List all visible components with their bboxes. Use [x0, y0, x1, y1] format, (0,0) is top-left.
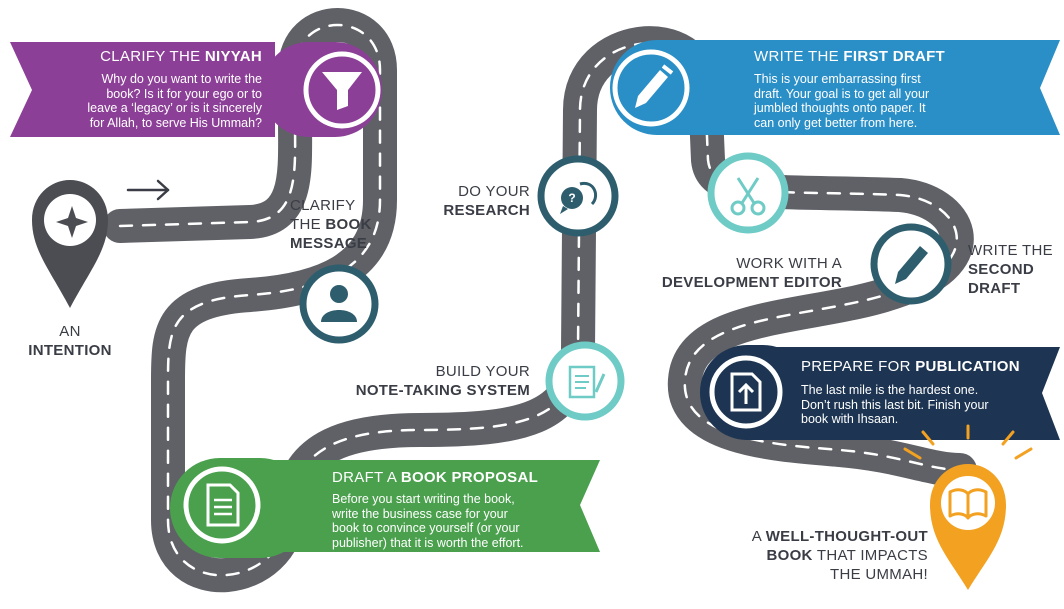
second-draft-label: WRITE THE SECOND DRAFT: [968, 241, 1062, 298]
pen-icon: [870, 223, 952, 305]
publication-title-bold: PUBLICATION: [915, 358, 1020, 375]
end-pin: [903, 424, 1033, 590]
notes-label: BUILD YOUR NOTE-TAKING SYSTEM: [330, 362, 530, 400]
niyyah-body: Why do you want to write the book? Is it…: [40, 72, 262, 130]
proposal-body-line: book to convince yourself (or your: [332, 521, 520, 535]
intention-line: AN: [59, 323, 81, 340]
publication-body-line: Don’t rush this last bit. Finish your: [801, 397, 989, 412]
pen-icon: [612, 49, 690, 127]
niyyah-title-plain: CLARIFY THE: [100, 48, 205, 65]
first-draft-body-line: can only get better from here.: [754, 115, 918, 130]
message-line-bold: MESSAGE: [290, 235, 368, 252]
notes-line: BUILD YOUR: [435, 363, 530, 380]
first-draft-title-bold: FIRST DRAFT: [843, 48, 946, 65]
sparkle-icon: [56, 206, 88, 238]
start-pin: [32, 180, 108, 308]
proposal-body: Before you start writing the book, write…: [332, 492, 582, 550]
message-line-plain: THE: [290, 216, 326, 233]
proposal-body-line: Before you start writing the book,: [332, 492, 515, 506]
niyyah-body-line: for Allah, to serve His Ummah?: [89, 115, 262, 130]
funnel-icon: [303, 51, 381, 129]
proposal-title: DRAFT A BOOK PROPOSAL: [332, 469, 592, 487]
final-line-bold: WELL-THOUGHT-OUT: [765, 528, 928, 545]
svg-text:?: ?: [568, 191, 575, 205]
second-draft-line: WRITE THE: [968, 242, 1053, 259]
message-label: CLARIFY THE BOOK MESSAGE: [290, 196, 378, 253]
document-icon: [183, 466, 261, 544]
publication-body: The last mile is the hardest one. Don’t …: [801, 383, 1041, 427]
arrow-icon: [126, 179, 170, 201]
editor-line-bold: DEVELOPMENT EDITOR: [661, 274, 842, 291]
first-draft-body-line: jumbled thoughts onto paper. It: [754, 101, 926, 115]
first-draft-title: WRITE THE FIRST DRAFT: [754, 48, 1034, 66]
open-book-icon: [948, 488, 988, 520]
research-label: DO YOUR RESEARCH: [410, 182, 530, 220]
publication-title: PREPARE FOR PUBLICATION: [801, 358, 1051, 376]
second-draft-line-bold: DRAFT: [968, 280, 1021, 297]
editor-line: WORK WITH A: [736, 255, 842, 272]
notes-line-bold: NOTE-TAKING SYSTEM: [355, 382, 530, 399]
intention-label: AN INTENTION: [28, 322, 112, 360]
research-line: DO YOUR: [458, 183, 530, 200]
upload-file-icon: [709, 355, 783, 429]
niyyah-body-line: book? Is it for your ego or to: [106, 86, 262, 101]
final-line-plain: A: [751, 528, 766, 545]
publication-body-line: book with Ihsaan.: [801, 412, 899, 426]
person-icon: [299, 264, 379, 344]
first-draft-body-line: draft. Your goal is to get all your: [754, 86, 930, 101]
proposal-title-bold: BOOK PROPOSAL: [400, 469, 539, 486]
final-line: THE UMMAH!: [830, 566, 928, 583]
research-line-bold: RESEARCH: [443, 202, 530, 219]
proposal-title-plain: DRAFT A: [332, 469, 401, 486]
publication-body-line: The last mile is the hardest one.: [801, 383, 979, 397]
message-line-bold: BOOK: [325, 216, 372, 233]
first-draft-body-line: This is your embarrassing first: [754, 72, 921, 86]
proposal-body-line: write the business case for your: [332, 506, 508, 521]
notepad-icon: [545, 341, 625, 421]
proposal-body-line: publisher) that it is worth the effort.: [332, 535, 524, 550]
second-draft-line-bold: SECOND: [968, 261, 1034, 278]
final-line-bold: BOOK: [766, 547, 813, 564]
final-label: A WELL-THOUGHT-OUT BOOK THAT IMPACTS THE…: [700, 527, 928, 584]
chat-bubbles-icon: ?: [537, 155, 619, 237]
final-line-plain: THAT IMPACTS: [812, 547, 928, 564]
niyyah-title-bold: NIYYAH: [204, 48, 262, 65]
niyyah-title: CLARIFY THE NIYYAH: [62, 48, 262, 66]
message-line: CLARIFY: [290, 197, 356, 214]
intention-line-bold: INTENTION: [28, 342, 112, 359]
editor-label: WORK WITH A DEVELOPMENT EDITOR: [640, 254, 842, 292]
publication-title-plain: PREPARE FOR: [801, 358, 916, 375]
niyyah-body-line: leave a ‘legacy’ or is it sincerely: [87, 101, 262, 115]
niyyah-body-line: Why do you want to write the: [101, 72, 263, 86]
first-draft-title-plain: WRITE THE: [754, 48, 844, 65]
first-draft-body: This is your embarrassing first draft. Y…: [754, 72, 1014, 130]
scissors-icon: [707, 152, 789, 234]
